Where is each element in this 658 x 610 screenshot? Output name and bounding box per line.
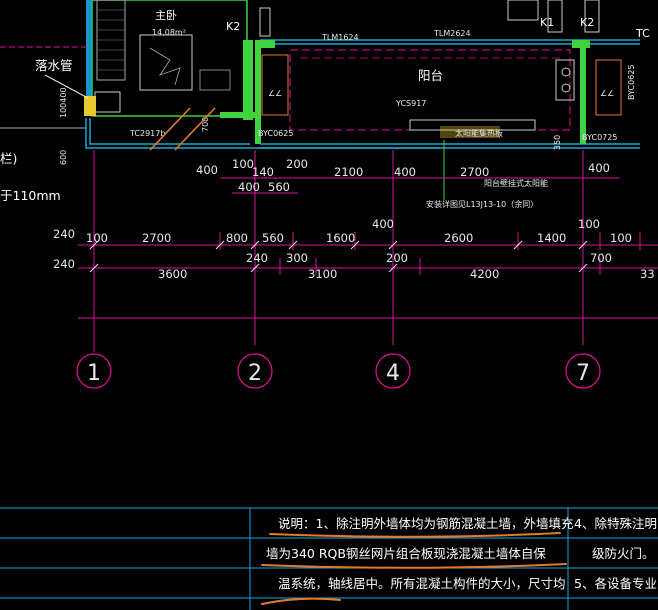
svg-text:1400: 1400: [537, 231, 566, 245]
drain-pipe: 落水管: [35, 58, 96, 116]
rail-ref-note: 安装详图见L13J13-10（余同）: [426, 199, 538, 209]
svg-text:200: 200: [386, 251, 408, 265]
svg-text:7: 7: [576, 361, 590, 386]
svg-text:400: 400: [394, 165, 416, 179]
tc-label: TC: [635, 27, 650, 40]
note-right-2: 级防火门。: [592, 546, 655, 561]
axis-bubbles: 1 2 4 7: [76, 345, 601, 389]
svg-text:100: 100: [232, 157, 254, 171]
left-note-110: 于110mm: [0, 188, 61, 203]
svg-text:4: 4: [386, 361, 400, 386]
svg-text:2700: 2700: [142, 231, 171, 245]
tlm2624-label: TLM2624: [433, 29, 471, 38]
dimension-lines: [78, 150, 658, 345]
svg-text:560: 560: [268, 180, 290, 194]
note-line-2: 墙为340 RQB钢丝网片组合板现浇混凝土墙体自保: [266, 546, 546, 561]
tc2917b-label: TC2917b: [129, 129, 165, 138]
k2-right-label: K2: [580, 16, 594, 29]
svg-text:400: 400: [372, 217, 394, 231]
note-line-3: 温系统，轴线居中。所有混凝土构件的大小，尺寸均: [278, 576, 566, 591]
dim-350: 350: [553, 135, 562, 150]
svg-text:100: 100: [578, 217, 600, 231]
svg-text:2100: 2100: [334, 165, 363, 179]
left-note-rail: 栏): [0, 151, 17, 166]
handwritten-underline: [261, 532, 567, 605]
axis-bubble-1: [76, 353, 112, 389]
left-dim-fragment: 100400: [59, 87, 68, 118]
byc0625-label: BYC0625: [258, 129, 293, 138]
svg-text:200: 200: [286, 157, 308, 171]
bedroom-area: 主卧 14.08m²: [86, 0, 248, 117]
svg-text:100: 100: [86, 231, 108, 245]
svg-text:400: 400: [238, 180, 260, 194]
svg-text:560: 560: [262, 231, 284, 245]
svg-text:3100: 3100: [308, 267, 337, 281]
drain-pipe-label: 落水管: [35, 58, 73, 73]
svg-text:4200: 4200: [470, 267, 499, 281]
notes-table: 说明：1、除注明外墙体均为钢筋混凝土墙，外墙填充 墙为340 RQB钢丝网片组合…: [0, 507, 658, 610]
svg-text:1600: 1600: [326, 231, 355, 245]
exterior-wall: [85, 39, 640, 149]
note-right-1: 4、除特殊注明: [574, 516, 657, 531]
svg-text:240: 240: [53, 227, 75, 241]
note-right-3: 5、各设备专业: [574, 576, 657, 591]
dims-row-2: 240 100 2700 800 560 1600 400 2600 1400 …: [53, 217, 632, 245]
axis-bubble-2: [237, 353, 273, 389]
svg-text:2700: 2700: [460, 165, 489, 179]
svg-text:800: 800: [226, 231, 248, 245]
right-vertical-label: BYC0625: [627, 65, 636, 100]
svg-text:∠∠: ∠∠: [600, 89, 614, 98]
ycs917-label: YCS917: [395, 99, 426, 108]
svg-text:33: 33: [640, 267, 655, 281]
balcony-label: 阳台: [418, 68, 443, 83]
svg-text:300: 300: [286, 251, 308, 265]
k2-left-label: K2: [226, 20, 240, 33]
balcony-area: 阳台 太阳能集热板: [289, 49, 571, 138]
svg-text:100: 100: [610, 231, 632, 245]
k1-label: K1: [540, 16, 554, 29]
dims-row-1: 400 100 140 200 2100 400 2700 400 400 56…: [196, 157, 610, 194]
svg-text:2: 2: [248, 361, 262, 386]
dimension-ticks: [89, 240, 588, 273]
bedroom-area-label: 14.08m²: [152, 28, 186, 37]
svg-text:3600: 3600: [158, 267, 187, 281]
svg-text:140: 140: [252, 165, 274, 179]
dims-row-3: 240 3600 240 300 3100 200 4200 700 33: [53, 251, 655, 281]
tlm1624-label: TLM1624: [321, 33, 359, 42]
rail-note: 阳台壁挂式太阳能: [484, 178, 548, 188]
svg-text:700: 700: [590, 251, 612, 265]
svg-text:400: 400: [588, 161, 610, 175]
svg-text:400: 400: [196, 163, 218, 177]
byc0725-label: BYC0725: [582, 133, 617, 142]
svg-text:2600: 2600: [444, 231, 473, 245]
structural-column: [220, 40, 590, 144]
top-door-elements: [259, 0, 600, 101]
dim-700: 700: [201, 117, 210, 132]
axis-bubble-4: [375, 353, 411, 389]
svg-text:1: 1: [87, 361, 101, 386]
axis-bubble-7: [565, 353, 601, 389]
solar-panel-label: 太阳能集热板: [455, 128, 503, 138]
svg-text:240: 240: [246, 251, 268, 265]
svg-text:240: 240: [53, 257, 75, 271]
svg-text:∠∠: ∠∠: [268, 89, 282, 98]
bedroom-label: 主卧: [155, 9, 177, 22]
left-dim-600: 600: [59, 150, 68, 165]
wall-section: ∠∠ ∠∠: [261, 54, 622, 116]
note-line-1: 说明：1、除注明外墙体均为钢筋混凝土墙，外墙填充: [278, 516, 573, 531]
